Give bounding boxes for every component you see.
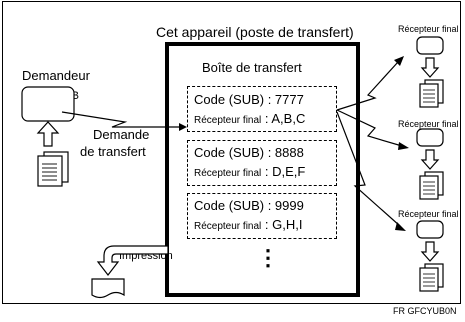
- impression-label: Impression: [119, 250, 173, 262]
- final-receiver-label: Récepteur final: [194, 168, 262, 179]
- receiver-b-label: Récepteur final: [398, 119, 459, 129]
- receiver-a-label: Récepteur final: [398, 24, 459, 34]
- receiver-c-label: Récepteur final: [398, 209, 459, 219]
- code-9999-text: Code (SUB) : 9999: [194, 198, 304, 213]
- code-7777-text: Code (SUB) : 7777: [194, 92, 304, 107]
- request-label-line2: de transfert: [80, 144, 146, 159]
- final-receiver-value: : D,E,F: [261, 164, 306, 179]
- final-receiver-label: Récepteur final: [194, 221, 262, 232]
- final-receiver-abc: Récepteur final : A,B,C: [194, 111, 305, 127]
- requester-code-line1: Code SUB: [27, 90, 79, 102]
- requester-code-line2: :7777: [27, 104, 55, 116]
- code-box-7777: [187, 86, 337, 132]
- final-receiver-value: : A,B,C: [261, 111, 306, 126]
- more-ellipsis: ⋮: [257, 245, 279, 270]
- receiver-a-letter: A: [426, 40, 434, 52]
- diagram-frame: [2, 1, 461, 304]
- final-receiver-label: Récepteur final: [194, 115, 262, 126]
- request-label-line1: Demande: [93, 127, 150, 142]
- device-title: Cet appareil (poste de transfert): [156, 24, 354, 40]
- footer-code: FR GFCYUB0N: [393, 306, 457, 316]
- code-8888-text: Code (SUB) : 8888: [194, 145, 304, 160]
- transfer-box-title: Boîte de transfert: [202, 60, 302, 75]
- receiver-b-letter: B: [426, 132, 434, 144]
- receiver-c-letter: C: [426, 224, 434, 236]
- requester-title: Demandeur: [22, 68, 90, 83]
- final-receiver-value: : G,H,I: [261, 217, 303, 232]
- final-receiver-ghi: Récepteur final : G,H,I: [194, 217, 302, 233]
- final-receiver-def: Récepteur final : D,E,F: [194, 164, 305, 180]
